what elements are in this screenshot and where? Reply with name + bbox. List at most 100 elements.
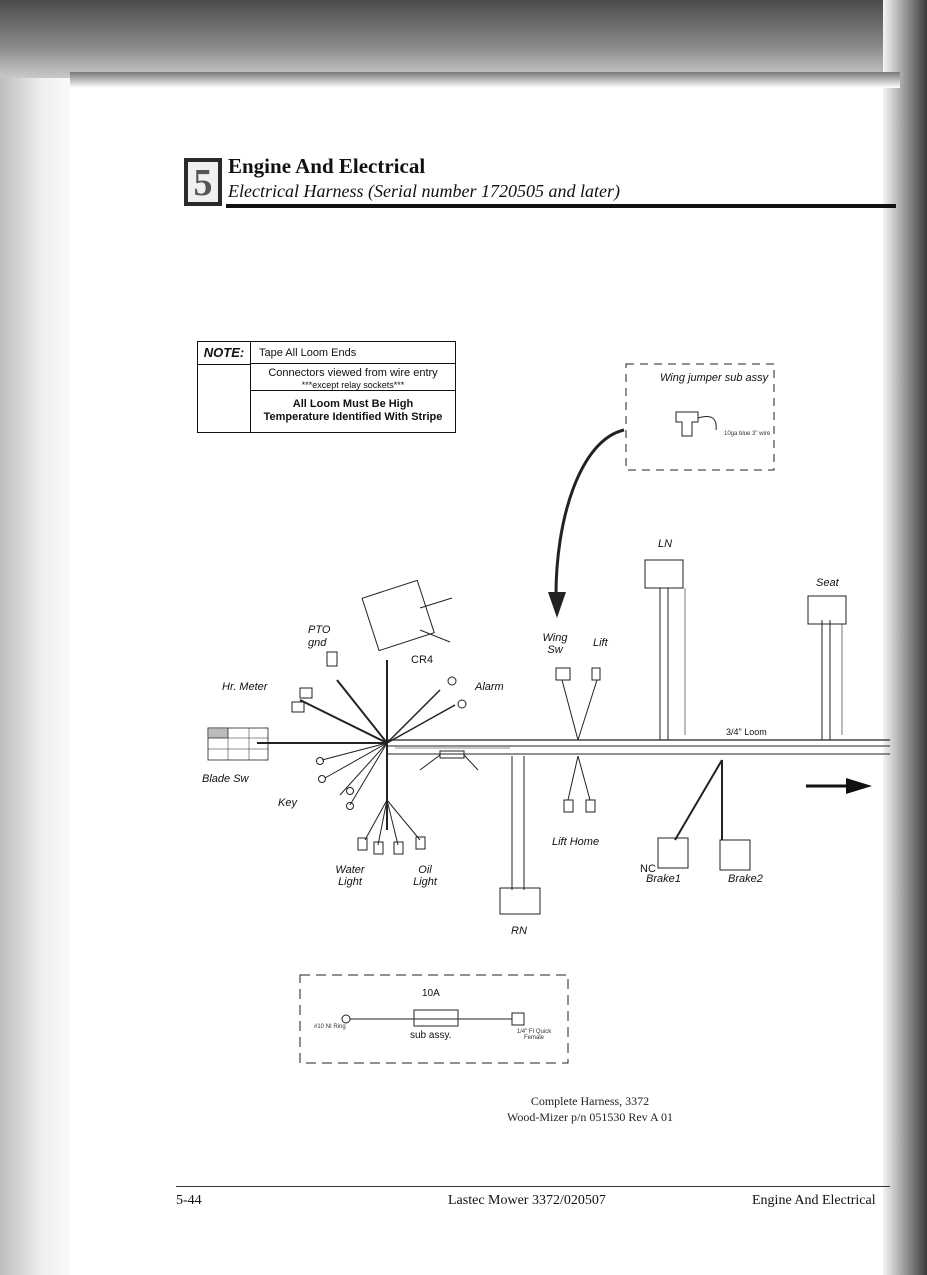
cr4-lead-1 bbox=[419, 597, 453, 609]
cr4-label: CR4 bbox=[411, 654, 434, 666]
hr-meter-connector-1 bbox=[299, 687, 313, 699]
arrow-head bbox=[548, 592, 566, 618]
note-line-3a: All Loom Must Be High bbox=[292, 398, 414, 410]
pto-connector bbox=[326, 651, 338, 667]
page-title: Engine And Electrical bbox=[228, 154, 426, 178]
title-rule bbox=[226, 204, 896, 208]
splice-lead-2 bbox=[463, 754, 479, 771]
alarm-wire-2 bbox=[386, 704, 456, 744]
cr4-relay bbox=[361, 579, 435, 652]
note-label: NOTE: bbox=[198, 342, 251, 365]
note-box: NOTE: Tape All Loom Ends Connectors view… bbox=[197, 341, 456, 433]
page-edge-shadow bbox=[70, 72, 900, 88]
rn-label: RN bbox=[511, 925, 527, 937]
fuse-ring bbox=[341, 1014, 351, 1024]
lift-label: Lift bbox=[593, 637, 608, 649]
water-wire-2 bbox=[377, 799, 388, 846]
key-ring-4 bbox=[346, 802, 354, 810]
lift-wire bbox=[577, 679, 598, 741]
loom-label: 3/4" Loom bbox=[726, 727, 767, 737]
note-label-column bbox=[198, 365, 251, 432]
water-connector-1 bbox=[357, 837, 368, 851]
splice-lead-1 bbox=[419, 754, 441, 771]
water-wire bbox=[364, 799, 388, 841]
jumper-wire bbox=[697, 416, 717, 431]
water-connector-2 bbox=[373, 841, 384, 855]
fuse-left-label: #10 NI Ring bbox=[314, 1024, 346, 1030]
brake1-connector bbox=[657, 837, 689, 869]
section-number-badge: 5 bbox=[184, 158, 222, 206]
ln-connector bbox=[644, 559, 684, 589]
fuse-sub-label: sub assy. bbox=[410, 1030, 452, 1041]
hr-meter-label: Hr. Meter bbox=[222, 681, 268, 693]
seat-connector bbox=[807, 595, 847, 625]
fuse-label: 10A bbox=[422, 988, 440, 999]
footer-title: Lastec Mower 3372/020507 bbox=[448, 1193, 606, 1208]
lift-home-connector-1 bbox=[563, 799, 574, 813]
note-line-1: Tape All Loom Ends bbox=[251, 342, 455, 364]
fuse-holder bbox=[413, 1009, 459, 1027]
hr-meter-wire bbox=[299, 699, 388, 744]
note-line-3b: Temperature Identified With Stripe bbox=[263, 411, 443, 423]
key-ring-1 bbox=[316, 757, 324, 765]
scan-border-left bbox=[0, 78, 70, 1275]
oil-connector-2 bbox=[415, 836, 426, 850]
brake1-wire bbox=[674, 759, 723, 841]
wing-jumper-label: Wing jumper sub assy bbox=[660, 372, 769, 384]
fuse-right-label: 1/4" FI Quick Female bbox=[516, 1029, 552, 1041]
lift-home-wire-2 bbox=[577, 755, 591, 801]
blade-sw-connector bbox=[207, 727, 269, 761]
wing-jumper-wire-label: 10ga blue 3" wire bbox=[724, 431, 771, 437]
alarm-label: Alarm bbox=[475, 681, 504, 693]
note-line-2: Connectors viewed from wire entry***exce… bbox=[251, 365, 455, 391]
alarm-ring bbox=[447, 676, 457, 686]
cr4-lead-2 bbox=[419, 629, 451, 643]
oil-wire bbox=[386, 799, 399, 846]
oil-wire-2 bbox=[386, 799, 421, 841]
key-wire-1 bbox=[321, 742, 388, 761]
alarm-wire bbox=[386, 689, 441, 744]
scan-border-right bbox=[883, 0, 927, 1275]
key-ring-3 bbox=[346, 787, 354, 795]
nc-label: NC bbox=[640, 863, 656, 875]
note-line-2b: ***except relay sockets*** bbox=[301, 380, 405, 390]
key-wire-2 bbox=[324, 742, 388, 779]
footer-rule bbox=[176, 1186, 890, 1187]
oil-connector-1 bbox=[393, 841, 404, 855]
lift-home-wire-1 bbox=[567, 755, 579, 801]
wing-sw-connector bbox=[555, 667, 571, 681]
pto-gnd-label: PTO gnd bbox=[308, 624, 331, 649]
hr-meter-connector-2 bbox=[291, 701, 305, 713]
note-line-2a: Connectors viewed from wire entry bbox=[268, 367, 438, 379]
blade-sw-label: Blade Sw bbox=[202, 773, 249, 785]
brake1-label: Brake1 bbox=[646, 873, 681, 885]
page-subtitle: Electrical Harness (Serial number 172050… bbox=[228, 181, 620, 201]
blade-sw-cell bbox=[207, 727, 229, 739]
alarm-ring-2 bbox=[457, 699, 467, 709]
wing-sw-wire bbox=[561, 679, 579, 741]
fuse-sub-assy-box bbox=[299, 974, 569, 1064]
ln-label: LN bbox=[658, 538, 673, 550]
caption-line-2: Wood-Mizer p/n 051530 Rev A 01 bbox=[506, 1110, 674, 1124]
jumper-connector bbox=[675, 411, 699, 437]
wing-jumper-arrow bbox=[554, 428, 625, 601]
wing-jumper-box bbox=[625, 363, 775, 471]
oil-light-label: Oil Light bbox=[413, 864, 437, 888]
key-ring-2 bbox=[318, 775, 326, 783]
key-wire-3 bbox=[339, 742, 388, 796]
brake2-label: Brake2 bbox=[728, 873, 763, 885]
caption-line-1: Complete Harness, 3372 bbox=[530, 1094, 650, 1108]
footer-section: Engine And Electrical bbox=[752, 1193, 876, 1208]
footer-page-number: 5-44 bbox=[176, 1193, 202, 1208]
key-wire-4 bbox=[349, 742, 388, 806]
pto-wire bbox=[336, 679, 388, 744]
fuse-quick-female bbox=[511, 1012, 525, 1026]
wing-sw-label: Wing Sw bbox=[542, 632, 568, 656]
rn-connector bbox=[499, 887, 541, 915]
lift-connector bbox=[591, 667, 601, 681]
lift-home-label: Lift Home bbox=[552, 836, 600, 848]
lift-home-connector-2 bbox=[585, 799, 596, 813]
scan-border-top bbox=[0, 0, 927, 78]
